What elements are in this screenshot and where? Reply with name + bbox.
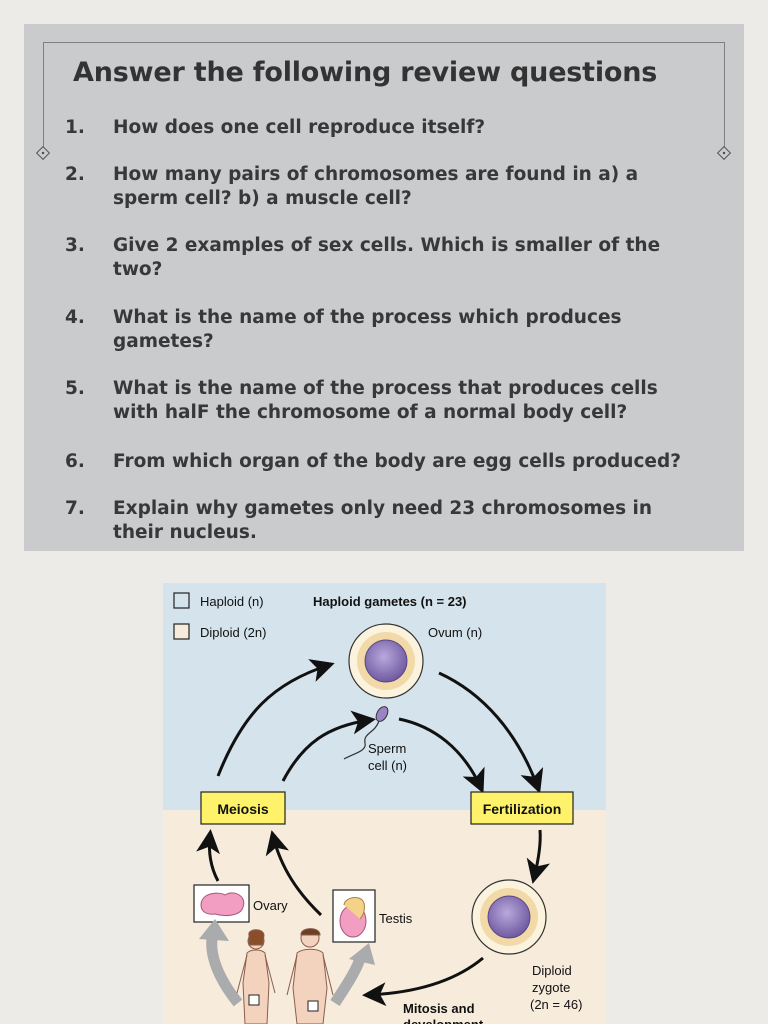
legend-haploid-swatch <box>173 592 190 609</box>
question-text: What is the name of the process which pr… <box>113 307 622 352</box>
arrow-sperm-to-fertilization <box>398 717 485 794</box>
question-text: How many pairs of chromosomes are found … <box>113 164 639 209</box>
zygote-label-line2: zygote <box>532 980 570 995</box>
arrow-testis-to-meiosis <box>265 830 323 917</box>
ovary-icon <box>200 892 245 916</box>
review-slide: Answer the following review questions 1.… <box>24 24 744 551</box>
arrow-ovary-to-meiosis <box>196 829 220 882</box>
question-number: 1. <box>65 117 85 138</box>
zygote-label-line3: (2n = 46) <box>530 997 582 1012</box>
ovum-label: Ovum (n) <box>428 625 482 640</box>
question-number: 6. <box>65 451 85 472</box>
zygote-label-line1: Diploid <box>532 963 572 978</box>
question-number: 3. <box>65 235 85 256</box>
question-number: 2. <box>65 164 85 185</box>
grey-arrowhead-male <box>349 943 375 965</box>
sperm-label-line2: cell (n) <box>368 758 407 773</box>
question-text: From which organ of the body are egg cel… <box>113 451 681 472</box>
ovum-cell <box>348 623 424 699</box>
arrow-meiosis-to-sperm <box>281 710 376 782</box>
legend-diploid-swatch <box>173 623 190 640</box>
female-ovary-marker <box>248 994 260 1006</box>
fertilization-box <box>470 791 574 825</box>
haploid-gametes-label: Haploid gametes (n = 23) <box>313 594 467 609</box>
arrow-zygote-to-adults <box>362 956 484 1007</box>
legend-diploid-label: Diploid (2n) <box>200 625 266 640</box>
ovary-label: Ovary <box>253 898 288 913</box>
slide-title: Answer the following review questions <box>73 57 658 88</box>
meiosis-box <box>200 791 286 825</box>
question-text: Give 2 examples of sex cells. Which is s… <box>113 235 661 280</box>
question-text: What is the name of the process that pro… <box>113 378 658 423</box>
arrow-ovum-to-fertilization <box>438 671 544 794</box>
arrow-fertilization-to-zygote <box>526 829 551 884</box>
life-cycle-diagram: Haploid (n) Diploid (2n) Haploid gametes… <box>163 583 606 1024</box>
slide-frame <box>43 42 725 152</box>
testis-label: Testis <box>379 911 413 926</box>
meiosis-label: Meiosis <box>217 801 269 817</box>
question-number: 7. <box>65 498 85 519</box>
testis-icon <box>339 897 367 938</box>
mitosis-label-line1: Mitosis and <box>403 1001 475 1016</box>
legend-haploid-label: Haploid (n) <box>200 594 264 609</box>
male-testis-marker <box>307 1000 319 1012</box>
mitosis-label-line2: development <box>403 1017 484 1024</box>
sperm-label-line1: Sperm <box>368 741 406 756</box>
question-number: 4. <box>65 307 85 328</box>
arrow-meiosis-to-ovum <box>216 659 335 777</box>
question-text: Explain why gametes only need 23 chromos… <box>113 498 653 543</box>
fertilization-label: Fertilization <box>483 801 562 817</box>
question-number: 5. <box>65 378 85 399</box>
zygote-cell <box>471 879 547 955</box>
question-text: How does one cell reproduce itself? <box>113 117 486 138</box>
grey-arrowhead-female <box>199 919 229 941</box>
